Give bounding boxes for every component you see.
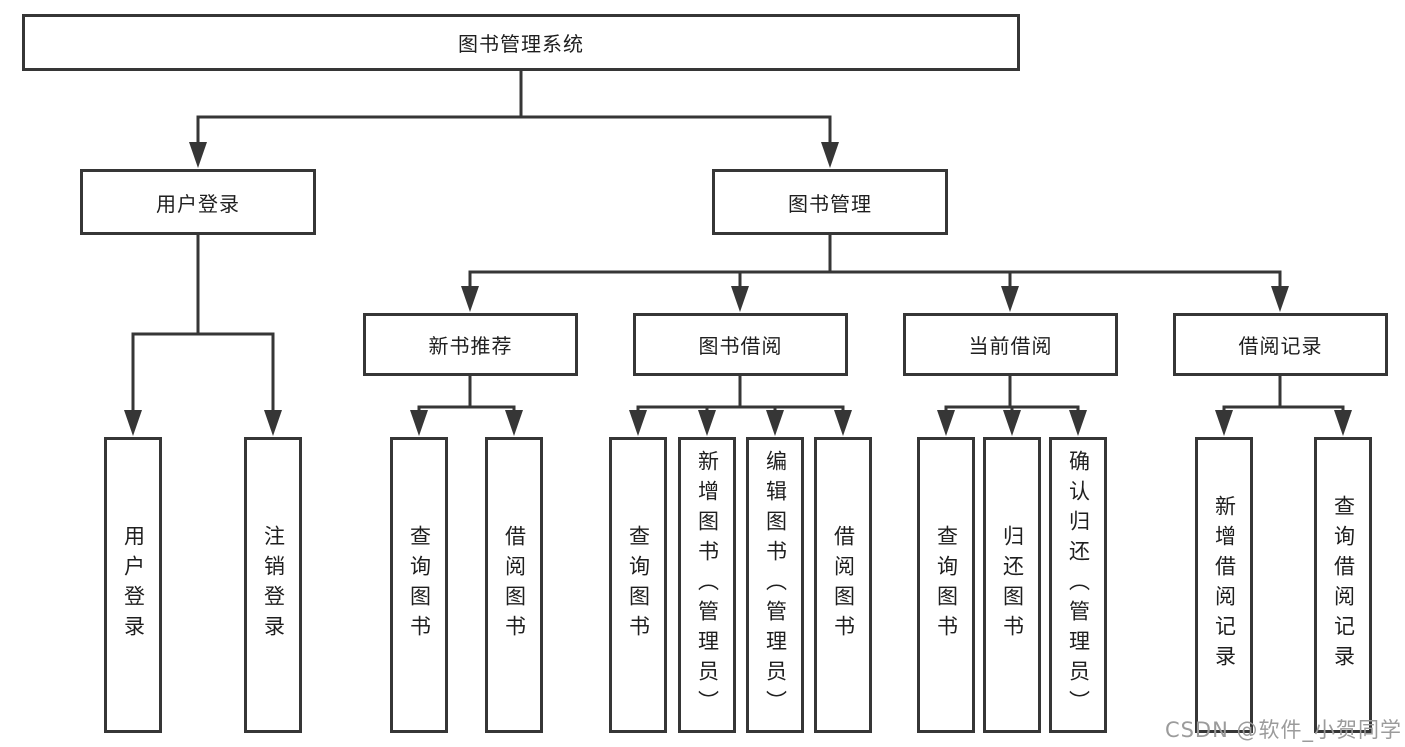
- node-label: 新书推荐: [428, 334, 513, 358]
- leaf-logout: 注销登录: [244, 437, 302, 733]
- node-label: 借阅图书: [502, 525, 527, 645]
- node-label: 查询借阅记录: [1331, 495, 1356, 675]
- node-label: 注销登录: [261, 525, 286, 645]
- arrowheads: [124, 142, 1352, 436]
- node-current-borrow: 当前借阅: [903, 313, 1118, 376]
- node-label: 确认归还（管理员）: [1066, 450, 1091, 720]
- leaf-add-books-admin: 新增图书（管理员）: [678, 437, 736, 733]
- leaf-query-books-current: 查询图书: [917, 437, 975, 733]
- node-label: 新增图书（管理员）: [695, 450, 720, 720]
- node-label: 当前借阅: [968, 334, 1053, 358]
- node-label: 归还图书: [1000, 525, 1025, 645]
- leaf-add-borrow-record: 新增借阅记录: [1195, 437, 1253, 733]
- leaf-return-books: 归还图书: [983, 437, 1041, 733]
- node-label: 编辑图书（管理员）: [763, 450, 788, 720]
- node-label: 图书管理系统: [458, 32, 584, 56]
- node-book-management: 图书管理: [712, 169, 948, 235]
- leaf-query-books-recommend: 查询图书: [390, 437, 448, 733]
- node-label: 新增借阅记录: [1212, 495, 1237, 675]
- node-label: 图书管理: [788, 191, 872, 216]
- leaf-query-books-borrow: 查询图书: [609, 437, 667, 733]
- node-borrow-records: 借阅记录: [1173, 313, 1388, 376]
- leaf-edit-books-admin: 编辑图书（管理员）: [746, 437, 804, 733]
- leaf-borrow-books: 借阅图书: [814, 437, 872, 733]
- node-label: 图书借阅: [698, 334, 783, 358]
- node-user-login: 用户登录: [80, 169, 316, 235]
- node-label: 查询图书: [407, 525, 432, 645]
- leaf-borrow-books-recommend: 借阅图书: [485, 437, 543, 733]
- csdn-watermark: CSDN @软件_小贺同学: [1164, 718, 1402, 742]
- node-library-management-system: 图书管理系统: [22, 14, 1020, 71]
- node-label: 借阅图书: [831, 525, 856, 645]
- node-label: 借阅记录: [1238, 334, 1323, 358]
- node-label: 查询图书: [626, 525, 651, 645]
- node-new-book-recommend: 新书推荐: [363, 313, 578, 376]
- leaf-query-borrow-record: 查询借阅记录: [1314, 437, 1372, 733]
- node-book-borrow: 图书借阅: [633, 313, 848, 376]
- leaf-user-login: 用户登录: [104, 437, 162, 733]
- leaf-confirm-return-admin: 确认归还（管理员）: [1049, 437, 1107, 733]
- node-label: 用户登录: [121, 525, 146, 645]
- node-label: 查询图书: [934, 525, 959, 645]
- node-label: 用户登录: [156, 191, 240, 216]
